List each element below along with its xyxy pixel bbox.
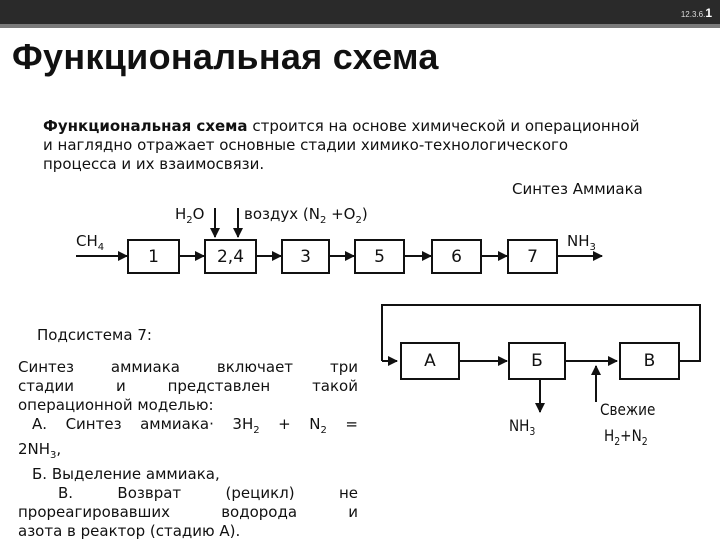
- header-bar: 12.3.6.1: [0, 0, 720, 28]
- recycle-loop: [381, 304, 701, 362]
- water-label: H2O: [175, 205, 205, 226]
- stage-box-v: В: [619, 342, 680, 380]
- stage-box-7: 7: [507, 239, 558, 274]
- body-item-a: А. Синтез аммиака· 3H2 + N2 =: [32, 415, 359, 436]
- body-item-c-2: прореагировавших водорода и: [18, 503, 358, 521]
- intro-bold: Функциональная схема: [43, 117, 248, 135]
- subsystem-label: Подсистема 7:: [37, 326, 152, 344]
- header-stripe: [0, 24, 720, 28]
- fresh-label: Свежие: [600, 400, 656, 419]
- slide-label: 12.3.6.: [680, 10, 706, 19]
- stage-box-a: А: [400, 342, 460, 380]
- body-line-3: операционной моделью:: [18, 396, 214, 414]
- air-label: воздух (N2 +O2): [244, 205, 368, 226]
- body-item-b: Б. Выделение аммиака,: [32, 465, 220, 483]
- slide-num-value: 1: [705, 6, 712, 20]
- output-nh3-label: NH3: [567, 232, 596, 253]
- body-text: Синтез аммиака включает три стадии и пре…: [18, 358, 358, 540]
- stage-box-3: 3: [281, 239, 330, 274]
- body-line-2: стадии и представлен такой: [18, 377, 358, 395]
- stage-box-6: 6: [431, 239, 482, 274]
- fresh-formula: H2+N2: [604, 426, 648, 449]
- page-title: Функциональная схема: [12, 36, 439, 77]
- stage-box-5: 5: [354, 239, 405, 274]
- intro-paragraph: Функциональная схема строится на основе …: [43, 117, 643, 174]
- body-item-c-1: В. Возврат (рецикл) не: [58, 484, 358, 502]
- synthesis-label: Синтез Аммиака: [512, 180, 643, 198]
- input-ch4-label: CH4: [76, 232, 105, 253]
- stage-box-2-4: 2,4: [204, 239, 257, 274]
- body-item-a-cont: 2NH3,: [18, 440, 62, 461]
- sub-nh3-label: NH3: [509, 416, 536, 439]
- body-item-c-3: азота в реактор (стадию А).: [18, 522, 241, 540]
- stage-box-1: 1: [127, 239, 180, 274]
- intro-text: строится на основе химической и операцио…: [43, 117, 640, 173]
- stage-box-b: Б: [508, 342, 566, 380]
- slide-number: 12.3.6.1: [681, 6, 712, 20]
- body-line-1: Синтез аммиака включает три: [18, 358, 358, 376]
